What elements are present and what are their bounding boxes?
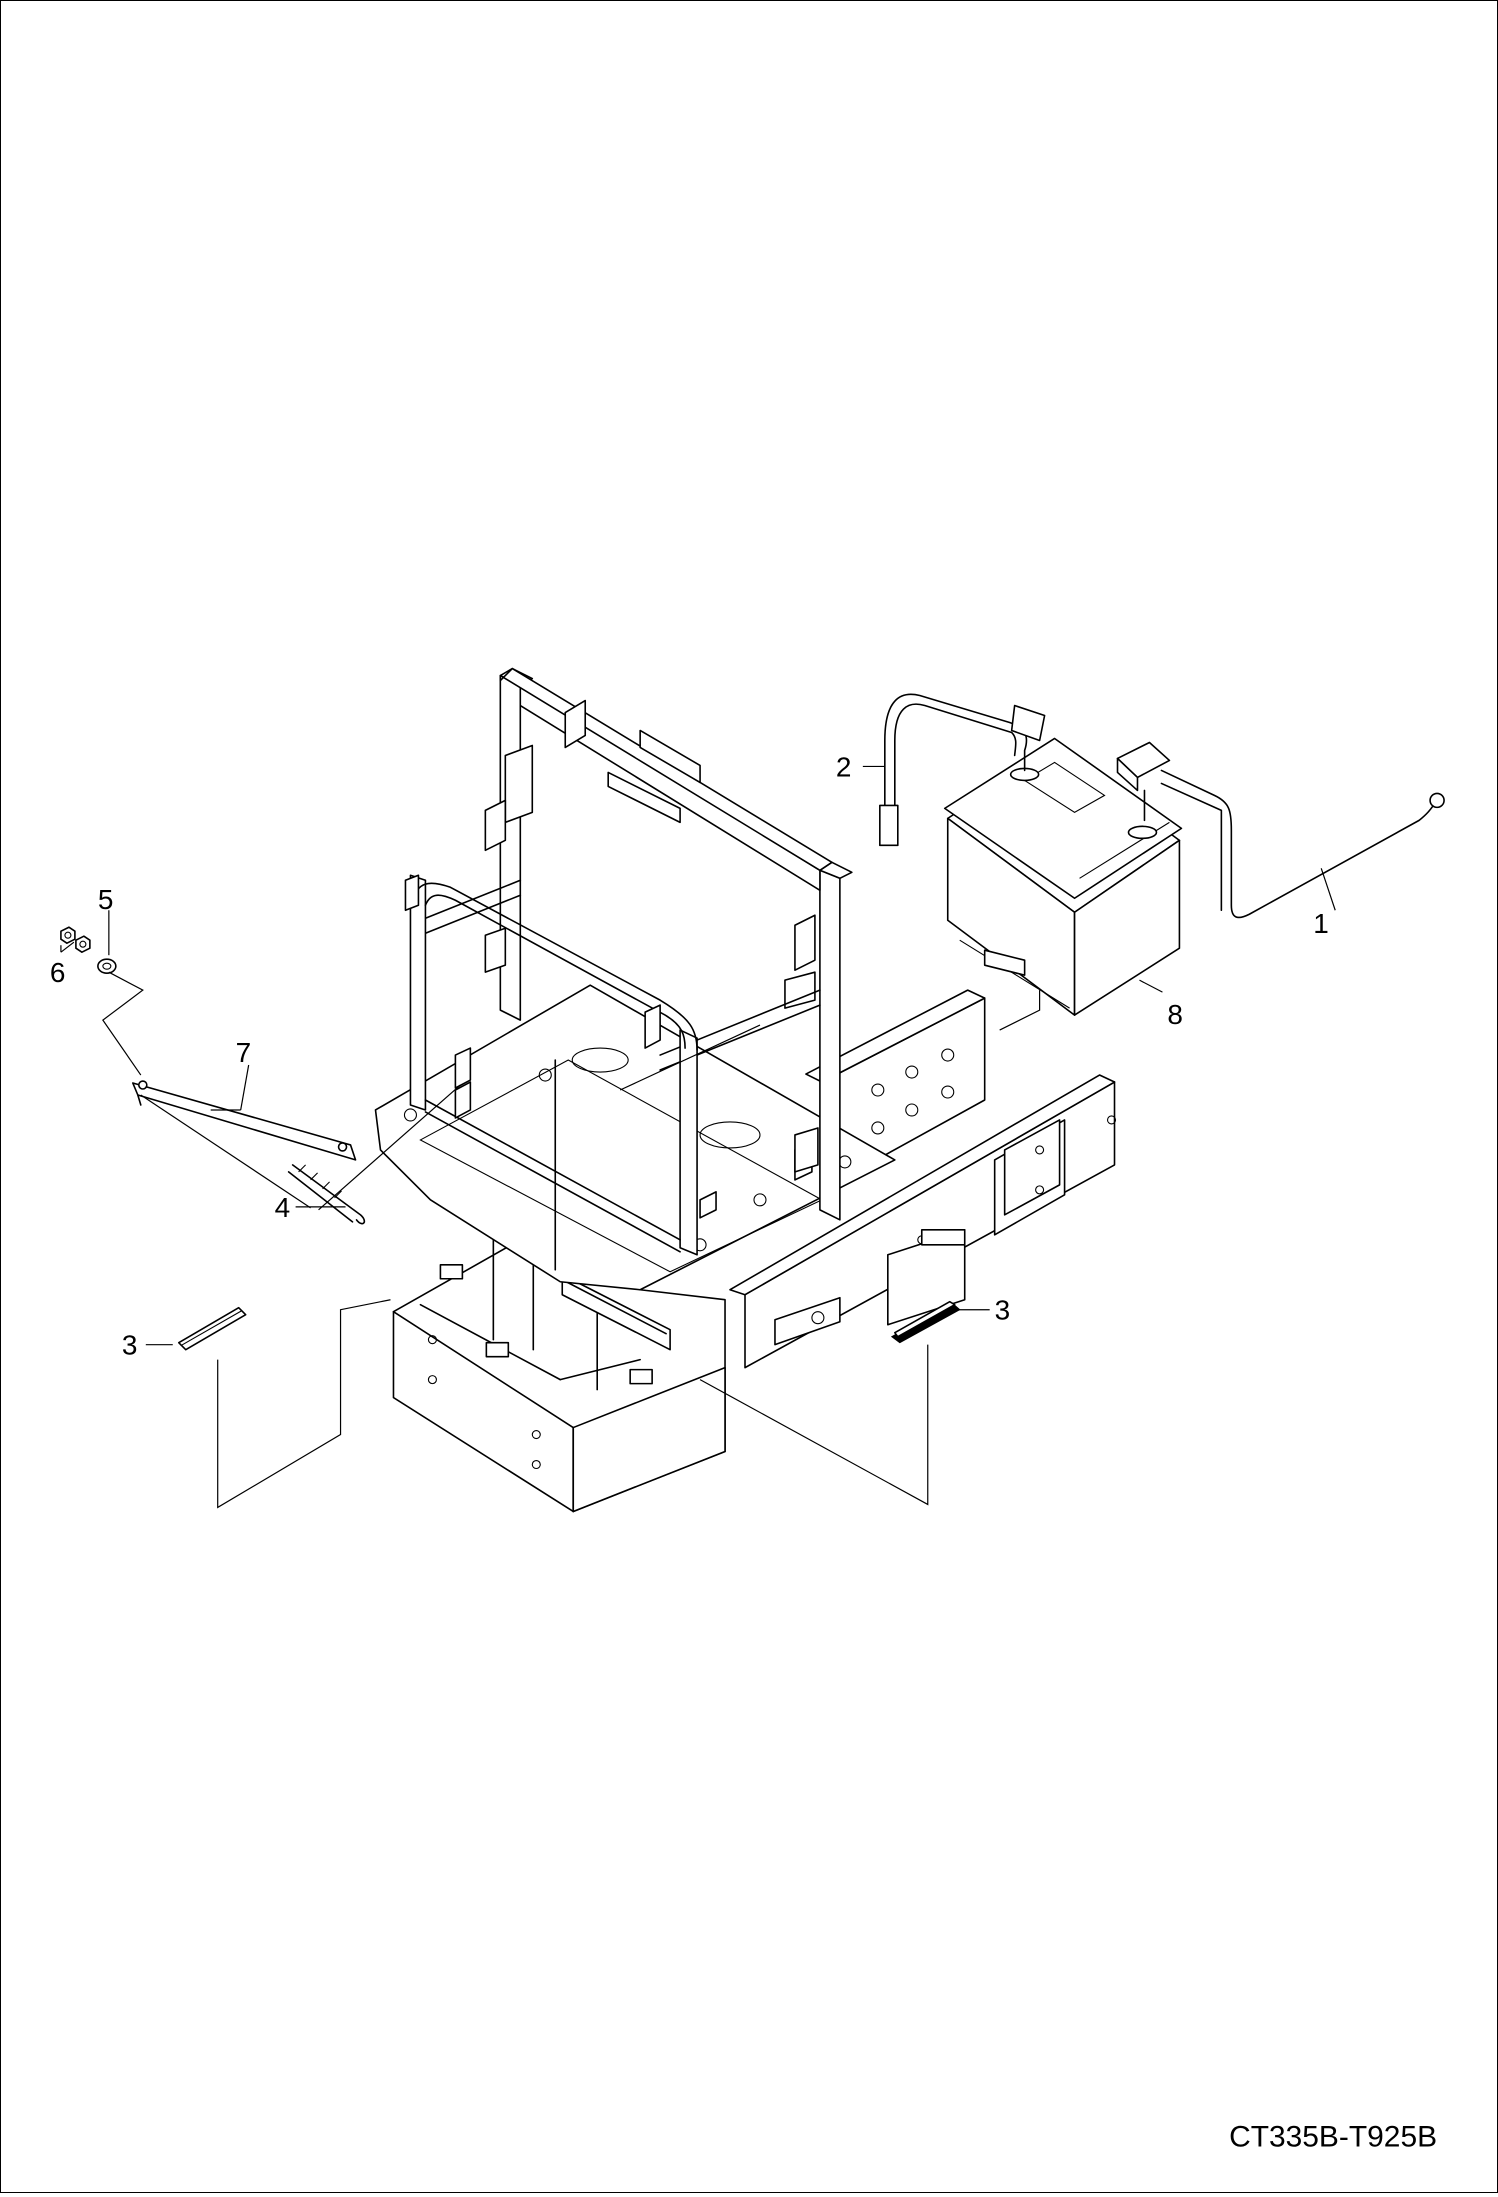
side-beam — [729, 1074, 1117, 1369]
callout-4: 4 — [275, 1192, 291, 1223]
rod-part-7 — [132, 1080, 357, 1161]
cable-part-2 — [879, 693, 1046, 847]
callout-6: 6 — [50, 957, 66, 988]
front-seat-frame — [404, 874, 819, 1256]
battery-part-8 — [943, 737, 1183, 1016]
hook-part-4 — [287, 1081, 472, 1225]
lower-frame-box — [392, 1239, 726, 1513]
callout-labels: 1 2 3 3 4 5 6 7 8 — [50, 751, 1329, 1360]
callout-1: 1 — [1313, 908, 1329, 939]
nuts-part-6 — [60, 926, 91, 953]
cable-part-1 — [1116, 741, 1445, 919]
pad-part-3-left — [177, 1306, 247, 1351]
callout-7: 7 — [236, 1037, 252, 1068]
callout-2: 2 — [836, 751, 852, 782]
callout-5: 5 — [98, 884, 114, 915]
callout-3-right: 3 — [995, 1295, 1011, 1326]
callout-3-left: 3 — [122, 1330, 138, 1361]
callout-8: 8 — [1167, 999, 1183, 1030]
washer-part-5 — [97, 958, 117, 974]
rear-seat-frame — [419, 667, 853, 1221]
leader-lines — [60, 765, 1336, 1509]
drawing-code: CT335B-T925B — [1229, 2121, 1437, 2154]
